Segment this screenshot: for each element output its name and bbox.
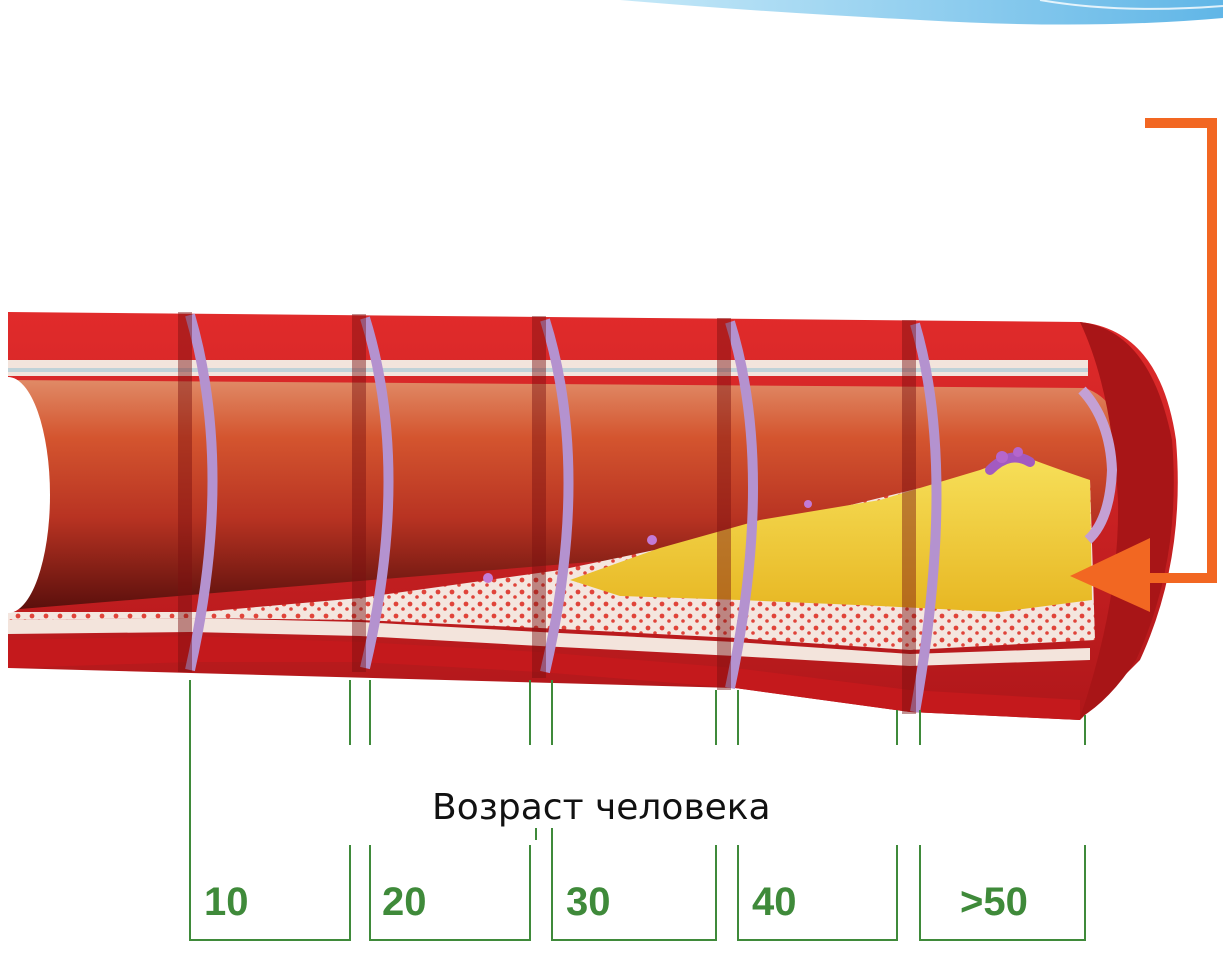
age-label-50: >50 (960, 880, 1028, 924)
age-labels: 10 20 30 40 >50 (204, 880, 1028, 924)
age-caption: Возраст человека (432, 790, 771, 826)
age-label-40: 40 (752, 880, 797, 924)
corner-decoration-icon (620, 0, 1223, 25)
age-label-30: 30 (566, 880, 611, 924)
age-label-10: 10 (204, 880, 249, 924)
age-label-20: 20 (382, 880, 427, 924)
